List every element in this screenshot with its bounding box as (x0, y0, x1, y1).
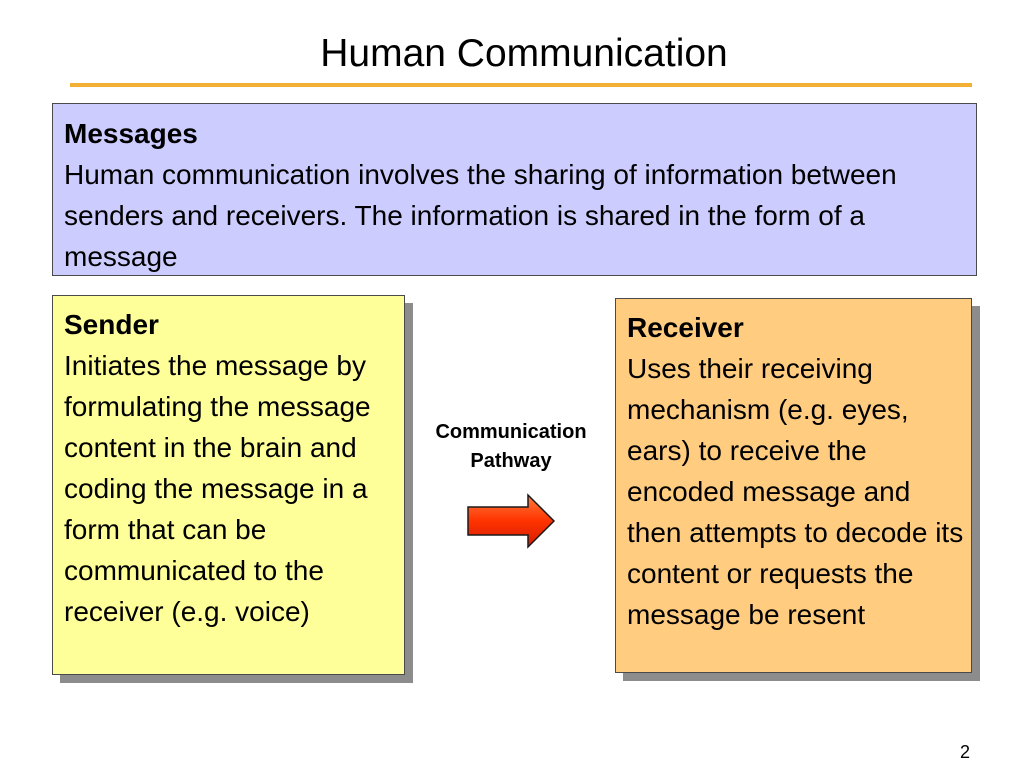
sender-heading: Sender (64, 309, 159, 340)
sender-body: Initiates the message by formulating the… (64, 350, 371, 627)
messages-heading: Messages (64, 118, 198, 149)
title-divider (70, 83, 972, 87)
slide-title: Human Communication (320, 32, 728, 75)
page-number: 2 (959, 742, 970, 762)
communication-pathway-label: Communication Pathway (435, 421, 587, 472)
right-arrow-icon (467, 493, 556, 549)
messages-box: Messages Human communication involves th… (52, 103, 977, 276)
receiver-heading: Receiver (627, 312, 744, 343)
messages-body: Human communication involves the sharing… (64, 159, 897, 272)
receiver-box: Receiver Uses their receiving mechanism … (615, 298, 972, 673)
receiver-body: Uses their receiving mechanism (e.g. eye… (627, 353, 964, 630)
sender-box: Sender Initiates the message by formulat… (52, 295, 405, 675)
